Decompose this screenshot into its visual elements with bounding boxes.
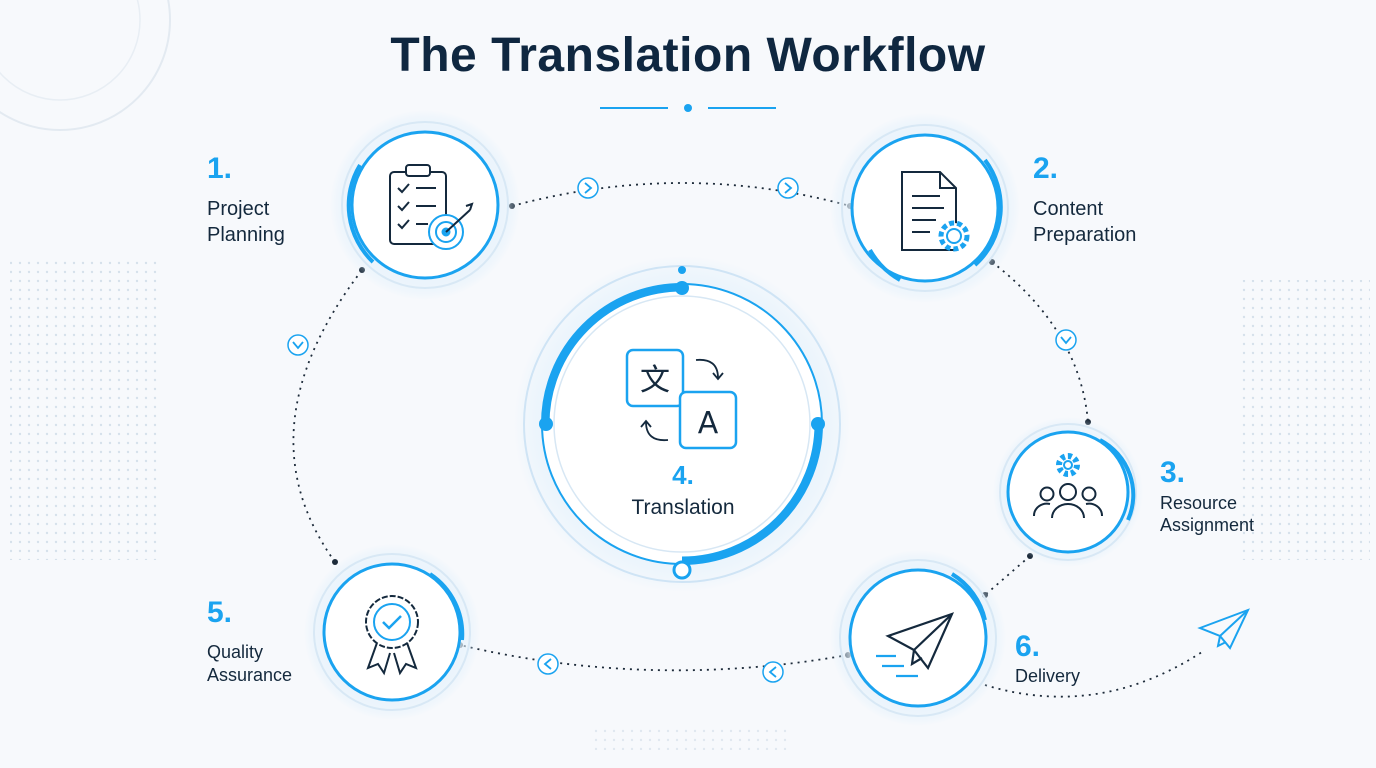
arrow-badge-left-icon bbox=[537, 653, 559, 675]
step-node-delivery bbox=[830, 550, 1006, 726]
center-node-translation: 文 A bbox=[514, 256, 850, 592]
page-title: The Translation Workflow bbox=[390, 29, 986, 82]
step-5-number: 5. bbox=[207, 596, 233, 629]
translate-icon: 文 A bbox=[625, 348, 738, 450]
arrow-badge-right-icon bbox=[577, 177, 599, 199]
step-5-label-line2: Assurance bbox=[207, 665, 293, 685]
svg-text:文: 文 bbox=[640, 363, 670, 398]
step-1-label-line2: Planning bbox=[207, 224, 285, 246]
arrow-badge-left-icon bbox=[762, 661, 784, 683]
document-gear-icon bbox=[901, 171, 970, 252]
title-divider bbox=[600, 104, 776, 112]
step-1-number: 1. bbox=[207, 152, 233, 185]
step-2-label-line2: Preparation bbox=[1033, 224, 1137, 246]
award-badge-icon bbox=[365, 595, 419, 676]
center-step-label: Translation bbox=[631, 496, 735, 519]
step-1-label-line1: Project bbox=[207, 198, 270, 220]
step-6-number: 6. bbox=[1015, 630, 1041, 663]
step-3-label-line2: Assignment bbox=[1160, 515, 1255, 535]
clipboard-target-icon bbox=[389, 164, 474, 250]
team-gear-icon bbox=[1032, 453, 1104, 519]
step-node-project-planning bbox=[330, 110, 520, 300]
step-node-content-preparation bbox=[830, 113, 1020, 303]
paper-plane-icon bbox=[876, 612, 955, 678]
paper-plane-icon bbox=[1197, 608, 1250, 650]
center-step-number: 4. bbox=[672, 460, 694, 490]
step-2-number: 2. bbox=[1033, 152, 1059, 185]
step-3-number: 3. bbox=[1160, 456, 1186, 489]
arrow-badge-right-icon bbox=[777, 177, 799, 199]
arrow-badge-down-icon bbox=[1055, 329, 1077, 351]
connector-path bbox=[292, 182, 1206, 698]
step-node-resource-assignment bbox=[993, 417, 1143, 567]
step-6-label: Delivery bbox=[1015, 666, 1081, 686]
arrow-badge-down-icon bbox=[287, 334, 309, 356]
background-decoration bbox=[0, 0, 1370, 750]
step-3-label-line1: Resource bbox=[1160, 493, 1238, 513]
svg-text:A: A bbox=[698, 406, 719, 441]
step-5-label-line1: Quality bbox=[207, 642, 264, 662]
step-node-quality-assurance bbox=[304, 544, 480, 720]
step-2-label-line1: Content bbox=[1033, 198, 1104, 220]
